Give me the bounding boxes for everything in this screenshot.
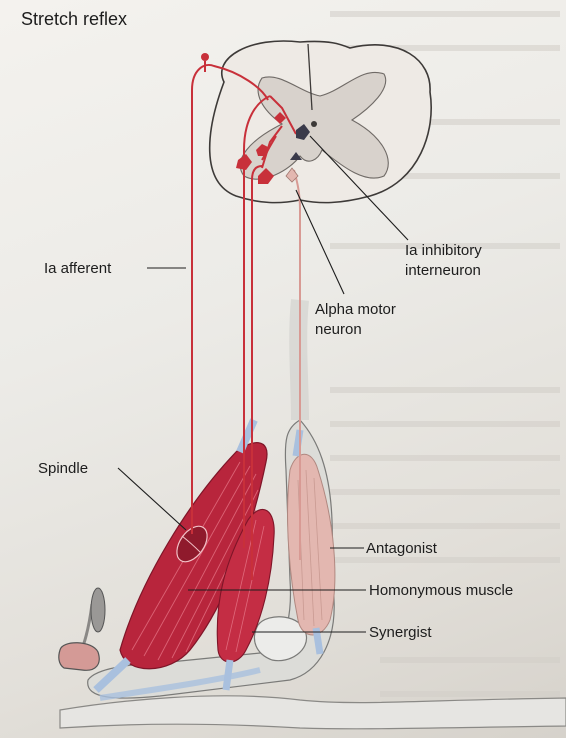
label-synergist: Synergist bbox=[369, 623, 432, 642]
label-ia-inhibitory-line1: Ia inhibitory bbox=[405, 241, 482, 260]
label-alpha-motor-line1: Alpha motor bbox=[315, 300, 396, 319]
figure-title: Stretch reflex bbox=[21, 10, 127, 29]
label-alpha-motor-line2: neuron bbox=[315, 320, 362, 339]
label-homonymous-muscle: Homonymous muscle bbox=[369, 581, 513, 600]
spinal-cord-section bbox=[210, 41, 432, 203]
label-antagonist: Antagonist bbox=[366, 539, 437, 558]
label-ia-afferent: Ia afferent bbox=[44, 259, 111, 278]
reflex-hammer-icon bbox=[59, 588, 105, 670]
label-spindle: Spindle bbox=[38, 459, 88, 478]
label-ia-inhibitory-line2: interneuron bbox=[405, 261, 481, 280]
